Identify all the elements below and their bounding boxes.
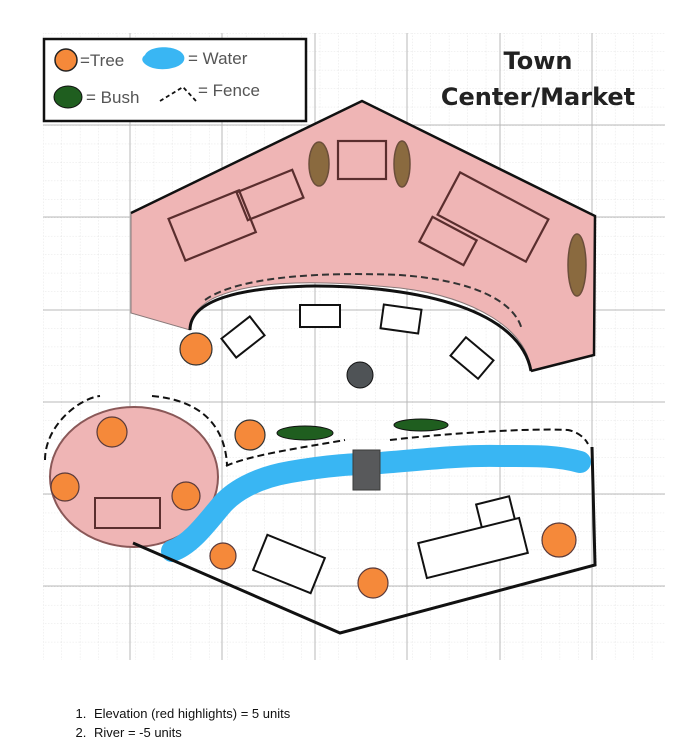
tree-west-right <box>171 481 201 511</box>
legend-fence-label: = Fence <box>198 81 260 100</box>
plaza-well <box>346 361 374 389</box>
stall-plaza-east <box>379 303 423 335</box>
building-market-east-small <box>417 215 479 267</box>
town-map: =Tree = Water = Bush = Fence Town Center… <box>42 33 665 660</box>
building-south-west <box>251 533 327 595</box>
building-market-center <box>336 139 388 181</box>
map-title-line1: Town <box>504 47 573 75</box>
river-fence-east <box>389 428 589 445</box>
west-fence-left <box>44 395 101 461</box>
bush-market-right <box>393 140 411 188</box>
bush-market-left <box>308 141 330 187</box>
legend-bush-icon <box>53 85 83 109</box>
south-boundary <box>132 446 597 635</box>
legend-tree-icon <box>54 48 78 72</box>
legend-tree-label: =Tree <box>80 51 124 70</box>
map-notes: Elevation (red highlights) = 5 units Riv… <box>68 704 290 742</box>
tree-west-left <box>50 472 80 502</box>
tree-west-top <box>96 416 128 448</box>
west-elevation-area <box>49 406 219 548</box>
market-fence <box>204 273 523 331</box>
tree-south-west <box>209 542 237 570</box>
bush-center-right <box>393 418 449 432</box>
bush-center-left <box>276 425 334 441</box>
stall-plaza-far-east <box>449 335 495 381</box>
tree-plaza-west <box>179 332 213 366</box>
building-south-east-large <box>416 516 530 580</box>
map-legend: =Tree = Water = Bush = Fence <box>42 37 308 123</box>
building-market-east-large <box>436 170 550 264</box>
legend-water-icon <box>142 47 185 70</box>
building-west-circle <box>94 497 161 529</box>
west-fence-right <box>151 395 228 466</box>
stall-plaza-center <box>299 304 341 328</box>
river <box>161 444 591 562</box>
building-market-west-small <box>235 168 305 222</box>
building-market-west-large <box>167 188 258 262</box>
legend-water-label: = Water <box>188 49 248 68</box>
tree-south-east <box>541 522 577 558</box>
map-title-line2: Center/Market <box>441 83 635 111</box>
tree-center-north <box>234 419 266 451</box>
legend-bush-label: = Bush <box>86 88 139 107</box>
market-inner-edge <box>188 284 533 372</box>
legend-fence-icon <box>159 85 197 102</box>
bridge <box>352 449 381 491</box>
stall-plaza-west <box>220 315 266 359</box>
market-outer-edge <box>130 99 597 373</box>
note-elevation: Elevation (red highlights) = 5 units <box>90 704 290 723</box>
bush-market-east <box>567 233 587 297</box>
tree-south-center <box>357 567 389 599</box>
note-river: River = -5 units <box>90 723 290 742</box>
